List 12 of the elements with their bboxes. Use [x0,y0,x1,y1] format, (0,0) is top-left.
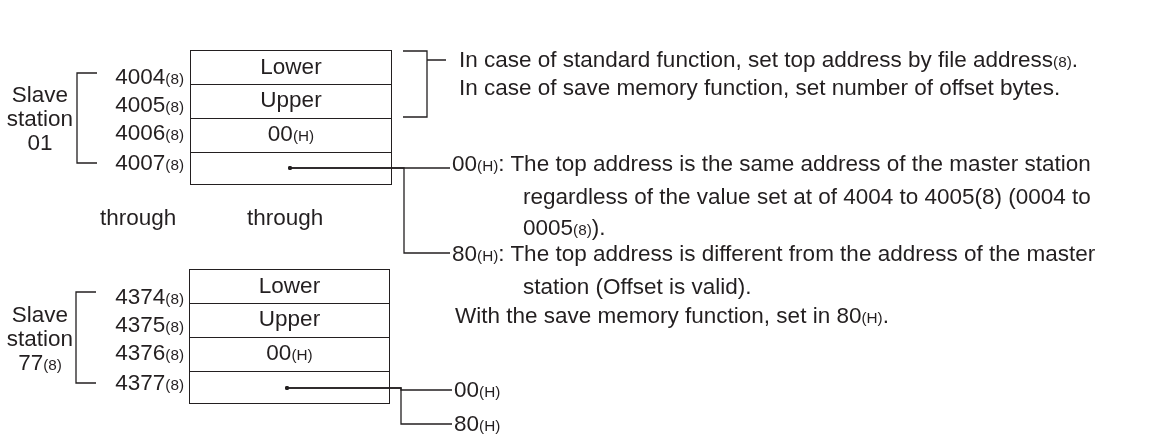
through-label: through [100,204,177,232]
table-cell: Upper [190,84,392,119]
connector-line [285,386,453,425]
through-label: through [247,204,324,232]
table-cell: Lower [189,269,390,304]
station-label: Slave station 01 [5,83,75,155]
table-cell: Upper [189,303,390,338]
table-cell [189,371,390,404]
connector-line [288,166,451,254]
table-cell [190,152,392,185]
note-text: In case of save memory function, set number of offset bytes. [459,74,1061,102]
table-cell: Lower [190,50,392,85]
